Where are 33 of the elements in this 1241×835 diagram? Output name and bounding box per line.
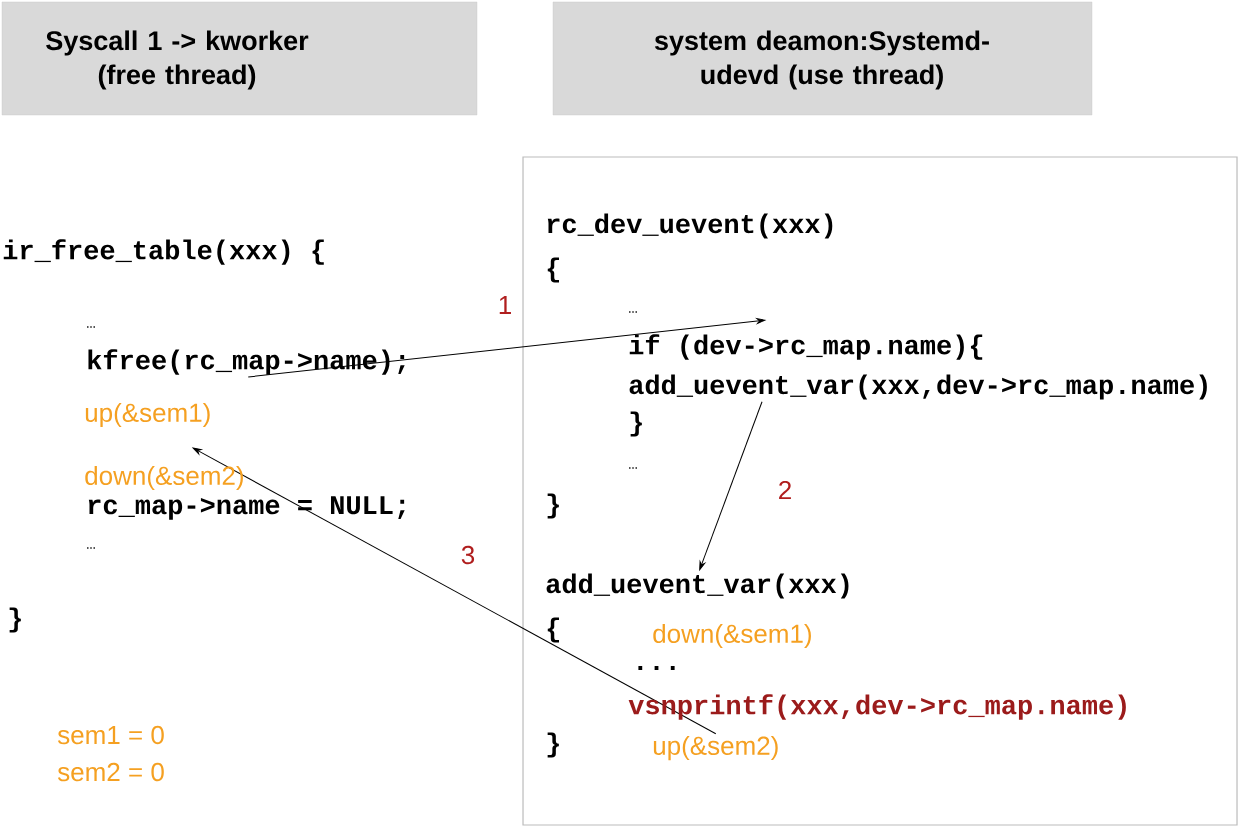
code-line: add_uevent_var(xxx,dev->rc_map.name) [629, 374, 1207, 400]
code-line: { [547, 257, 559, 283]
code-line: rc_dev_uevent(xxx) [547, 213, 833, 239]
ellipsis: … [629, 311, 637, 313]
code-line: } [547, 732, 559, 758]
ellipsis: … [87, 326, 95, 328]
code-line: ir_free_table(xxx) { [3, 239, 324, 265]
semaphore-call: sem1 = 0 [57, 725, 164, 745]
semaphore-call: down(&sem2) [85, 465, 243, 491]
header-box: system deamon:Systemd-udevd (use thread) [552, 1, 1093, 116]
code-line: ... [638, 666, 675, 670]
arrow [247, 318, 766, 378]
code-line: add_uevent_var(xxx) [546, 573, 849, 599]
code-line: if (dev->rc_map.name){ [629, 334, 983, 360]
arrow [699, 401, 763, 571]
header-box: Syscall 1 -> kworker (free thread) [1, 1, 478, 116]
step-number: 3 [459, 544, 477, 566]
ellipsis: … [87, 547, 95, 549]
step-number: 1 [496, 295, 514, 315]
code-panel [522, 156, 1238, 826]
semaphore-call: sem2 = 0 [57, 762, 164, 782]
semaphore-call: down(&sem1) [653, 623, 811, 649]
code-line: } [9, 607, 21, 633]
ellipsis: … [629, 467, 637, 469]
code-line: { [547, 617, 559, 643]
code-line: } [547, 493, 559, 519]
semaphore-call: up(&sem2) [653, 735, 778, 761]
code-line: kfree(rc_map->name); [88, 349, 405, 375]
semaphore-call: up(&sem1) [85, 402, 210, 428]
arrow [192, 447, 717, 735]
code-line: } [630, 411, 642, 437]
step-number: 2 [776, 479, 794, 501]
code-line: rc_map->name = NULL; [88, 496, 405, 520]
